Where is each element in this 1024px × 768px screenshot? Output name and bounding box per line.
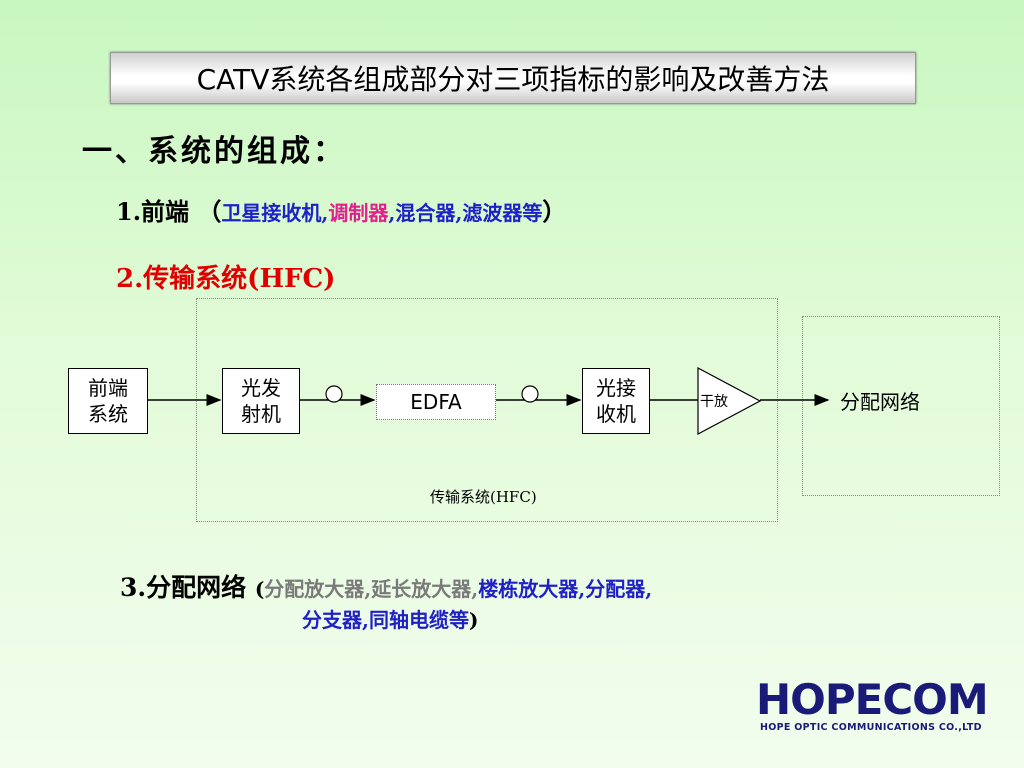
item-distribution-part2: 楼栋放大器,分配器,	[478, 577, 653, 601]
item-frontend-label: 1.前端	[116, 197, 190, 226]
section-heading: 一、系统的组成：	[82, 134, 346, 169]
item-distribution-open: (	[254, 577, 265, 601]
distribution-network-box	[802, 316, 1000, 496]
logo-subtitle: HOPE OPTIC COMMUNICATIONS CO.,LTD	[760, 722, 982, 733]
node-transmitter-line2: 射机	[241, 402, 281, 426]
node-receiver-line1: 光接	[596, 376, 636, 400]
item-distribution-part3: 分支器,同轴电缆等	[302, 608, 469, 632]
transmission-system-caption: 传输系统(HFC)	[430, 488, 537, 506]
item-distribution-label: 3.分配网络	[120, 573, 247, 602]
fiber-connector-icon	[325, 385, 343, 403]
item-transmission: 2.传输系统(HFC)	[116, 264, 336, 294]
slide-title: CATV系统各组成部分对三项指标的影响及改善方法	[110, 52, 916, 104]
transmission-system-box	[196, 298, 778, 522]
node-receiver-line2: 收机	[596, 402, 636, 426]
slide-title-text: CATV系统各组成部分对三项指标的影响及改善方法	[196, 63, 830, 96]
item-frontend-part1: 卫星接收机,	[221, 201, 329, 225]
item-distribution-part1: 分配放大器,延长放大器,	[264, 577, 479, 601]
distribution-network-label: 分配网络	[840, 390, 920, 414]
item-distribution-close: )	[468, 608, 479, 632]
fiber-connector-icon	[521, 385, 539, 403]
item-distribution: 3.分配网络 (分配放大器,延长放大器,楼栋放大器,分配器,	[120, 568, 652, 604]
node-frontend-system: 前端 系统	[68, 368, 148, 434]
node-optical-transmitter: 光发 射机	[222, 368, 300, 434]
amplifier-label: 干放	[700, 394, 728, 410]
item-distribution-line2: 分支器,同轴电缆等)	[302, 604, 478, 633]
item-frontend-part3: ,混合器,滤波器等	[388, 201, 543, 225]
item-frontend-open: （	[197, 197, 222, 226]
company-logo: HOPECOM HOPE OPTIC COMMUNICATIONS CO.,LT…	[756, 675, 989, 738]
node-transmitter-line1: 光发	[241, 376, 281, 400]
node-frontend-line1: 前端	[88, 376, 128, 400]
node-optical-receiver: 光接 收机	[582, 368, 650, 434]
item-frontend-part2: 调制器	[328, 201, 389, 225]
logo-name: HOPECOM	[756, 675, 989, 724]
amplifier-triangle-icon	[697, 367, 762, 435]
item-frontend-close: ）	[542, 197, 567, 226]
node-frontend-line2: 系统	[88, 402, 128, 426]
node-edfa: EDFA	[376, 384, 496, 420]
item-frontend: 1.前端 （卫星接收机,调制器,混合器,滤波器等）	[116, 192, 566, 227]
